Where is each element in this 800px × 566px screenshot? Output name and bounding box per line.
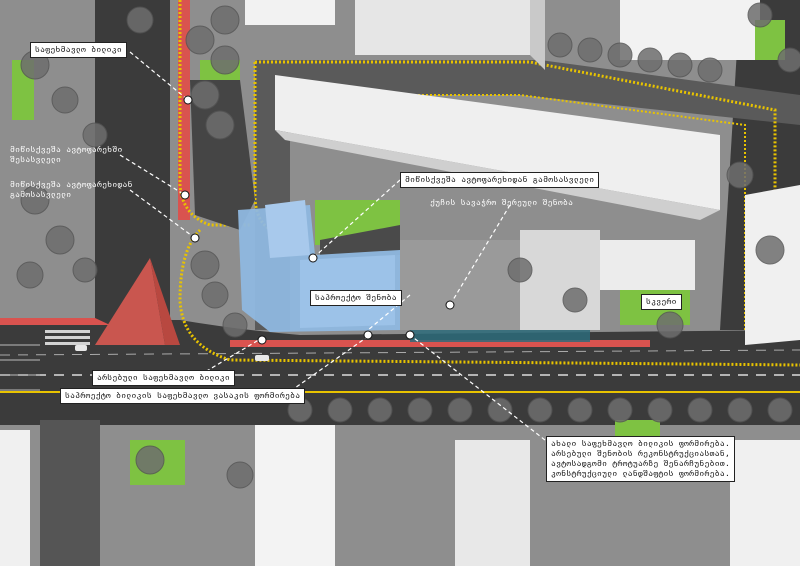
triangle-plaza [95, 258, 165, 345]
parking-exit-label-left: მიწისქვეშა ავტოფარეხიდან გამოსასვლელი [10, 180, 133, 199]
project-building-label: საპროექტო შენობა [310, 290, 402, 306]
cars [75, 345, 269, 361]
project-sidewalk-label: საპროექტო ბილიკის საფეხმავლო ვასაკის ფორ… [60, 388, 306, 404]
parking-entrance-label: მიწისქვეშა ავტოფარეხში შესასვლელი [10, 145, 123, 164]
parking-exit-label: მიწისქვეშა ავტოფარეხიდან გამოსასვლელი [400, 172, 600, 188]
existing-path-label: არსებული საფეხმავლო ბილიკი [92, 370, 236, 386]
trees [16, 2, 800, 489]
bike-path-label: საფეხმავლო ბილიკი [30, 42, 127, 58]
leader-lines [119, 51, 546, 441]
note-label: ახალი საფეხმავლო ბილიკის ფორმირება. არსე… [546, 436, 736, 482]
mixed-building-label: ქუჩის სავაჭრო შერეული შენობა [430, 198, 574, 207]
square-label: სკვერი [641, 294, 682, 310]
long-building [275, 75, 720, 210]
